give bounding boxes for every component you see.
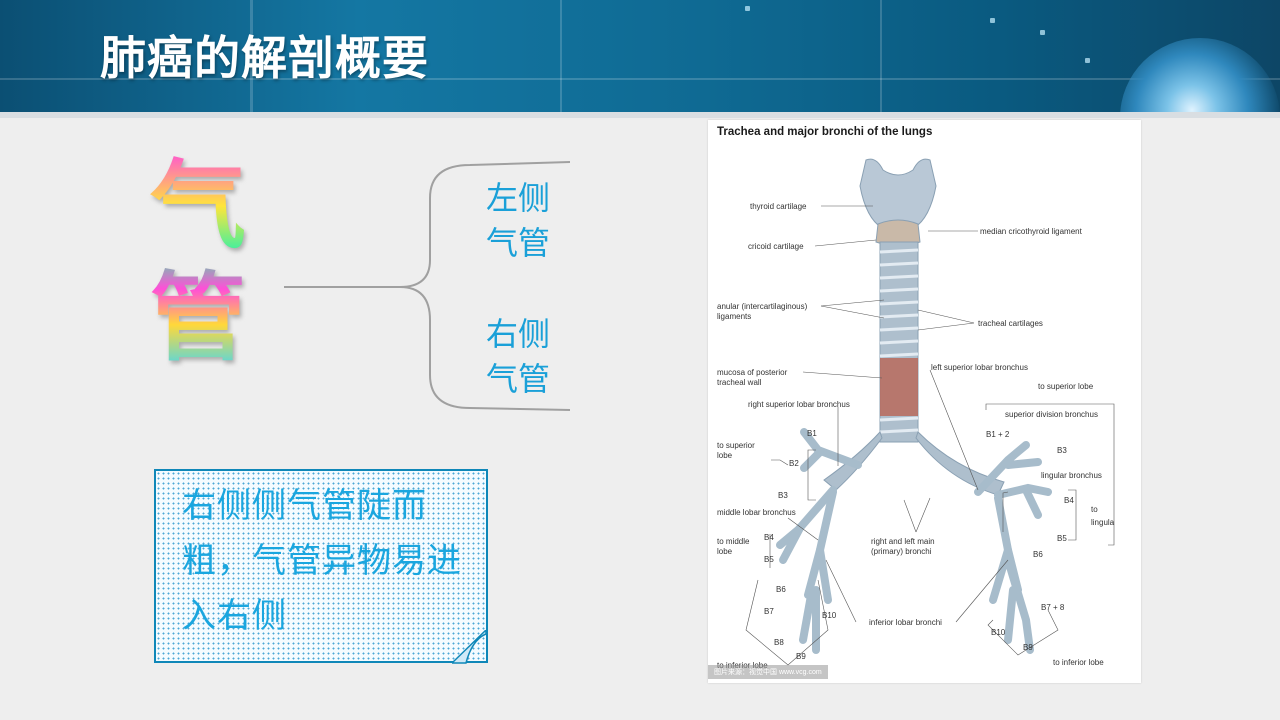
label-b3-left-lung: B3	[1057, 446, 1067, 455]
header-banner: 肺癌的解剖概要	[0, 0, 1280, 112]
label-right-left-main-2: (primary) bronchi	[871, 547, 932, 556]
main-term: 气管	[150, 150, 260, 374]
label-b8: B8	[774, 638, 784, 647]
cartilage-rings	[879, 248, 919, 434]
brace-connector	[284, 161, 571, 411]
leader-lines	[745, 205, 1115, 666]
label-to-superior-1: to superior	[717, 441, 755, 450]
label-b1: B1	[807, 429, 817, 438]
label-to-lingula-2: lingula	[1091, 518, 1115, 527]
label-b4-right-lung: B4	[764, 533, 774, 542]
right-bronchial-tree	[776, 428, 862, 654]
label-to-middle-1: to middle	[717, 537, 750, 546]
label-to-superior-lobe-left: to superior lobe	[1038, 382, 1094, 391]
label-b7-8: B7 + 8	[1041, 603, 1065, 612]
label-b5-left-lung: B5	[1057, 534, 1067, 543]
left-main-bronchus	[915, 431, 1005, 496]
label-b7: B7	[764, 607, 774, 616]
label-thyroid-cartilage: thyroid cartilage	[750, 202, 807, 211]
figure-title: Trachea and major bronchi of the lungs	[717, 126, 933, 138]
label-b2: B2	[789, 459, 799, 468]
label-b9-right-lung: B9	[796, 652, 806, 661]
note-card: 右侧侧气管陡而粗，气管异物易进入右侧	[154, 469, 488, 663]
label-b4-left-lung: B4	[1064, 496, 1074, 505]
label-to-middle-2: lobe	[717, 547, 733, 556]
label-b9-left-lung: B9	[1023, 643, 1033, 652]
label-median-cricothyroid: median cricothyroid ligament	[980, 227, 1083, 236]
banner-decoration	[745, 6, 750, 11]
branch-right-label: 右侧气管	[486, 315, 551, 398]
label-inferior-lobar: inferior lobar bronchi	[869, 618, 942, 627]
label-anular-1: anular (intercartilaginous)	[717, 302, 808, 311]
label-mucosa-1: mucosa of posterior	[717, 368, 788, 377]
trachea-illustration: thyroid cartilage median cricothyroid li…	[717, 158, 1115, 670]
branch-left-label: 左侧气管	[486, 179, 551, 262]
label-b1-2: B1 + 2	[986, 430, 1010, 439]
banner-decoration	[560, 0, 562, 112]
trachea-figure: thyroid cartilage median cricothyroid li…	[708, 120, 1141, 683]
label-middle-lobar: middle lobar bronchus	[717, 508, 796, 517]
left-bronchial-tree	[974, 441, 1052, 654]
label-cricoid-cartilage: cricoid cartilage	[748, 242, 804, 251]
label-b6-right-lung: B6	[776, 585, 786, 594]
banner-decoration	[0, 78, 1280, 80]
label-right-left-main-1: right and left main	[871, 537, 935, 546]
image-watermark: 图片来源：视觉中国 www.vcg.com	[708, 665, 828, 679]
globe-decoration	[1120, 38, 1280, 112]
label-b6-left-lung: B6	[1033, 550, 1043, 559]
banner-decoration	[880, 0, 882, 112]
label-anular-2: ligaments	[717, 312, 751, 321]
label-tracheal-cartilages: tracheal cartilages	[978, 319, 1043, 328]
label-right-superior-lobar: right superior lobar bronchus	[748, 400, 850, 409]
label-to-lingula-1: to	[1091, 505, 1098, 514]
label-b10-right-lung: B10	[822, 611, 837, 620]
label-to-inferior-left-lung: to inferior lobe	[1053, 658, 1104, 667]
banner-decoration	[1040, 30, 1045, 35]
slide-title: 肺癌的解剖概要	[100, 31, 429, 85]
label-left-superior-lobar: left superior lobar bronchus	[931, 363, 1028, 372]
mucosa-region	[880, 358, 918, 416]
label-b3-right-lung: B3	[778, 491, 788, 500]
label-superior-division: superior division bronchus	[1005, 410, 1098, 419]
note-text: 右侧侧气管陡而粗，气管异物易进入右侧	[182, 486, 462, 636]
banner-decoration	[990, 18, 995, 23]
page-curl-decoration	[452, 630, 487, 664]
header-divider	[0, 112, 1280, 118]
banner-decoration	[250, 0, 253, 112]
label-mucosa-2: tracheal wall	[717, 378, 762, 387]
label-to-superior-2: lobe	[717, 451, 733, 460]
label-b10-left-lung: B10	[991, 628, 1006, 637]
label-lingular-bronchus: lingular bronchus	[1041, 471, 1102, 480]
label-b5-right-lung: B5	[764, 555, 774, 564]
banner-decoration	[1085, 58, 1090, 63]
larynx-shape	[859, 158, 937, 229]
